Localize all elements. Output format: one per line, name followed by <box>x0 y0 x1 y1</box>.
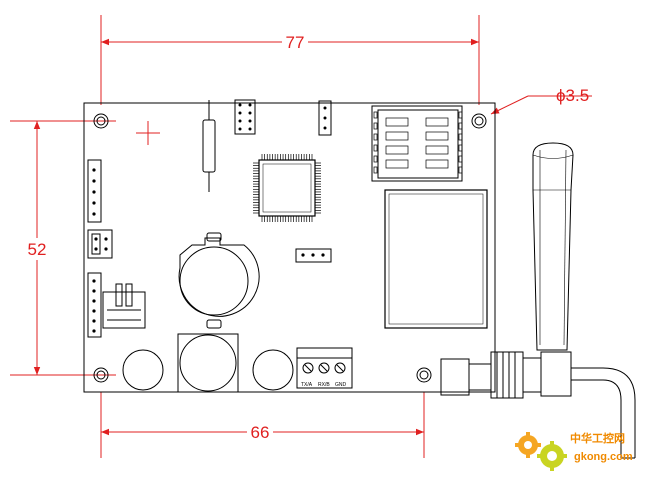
watermark-url: gkong.com <box>574 451 633 463</box>
sma-connector <box>440 351 603 399</box>
sim-contact <box>425 159 449 169</box>
sim-card-holder <box>371 105 463 182</box>
dim-hole-diameter: ϕ3.5 <box>556 86 589 105</box>
qfp-chip <box>253 154 321 222</box>
gear-icon <box>515 432 567 471</box>
watermark-logo: 中华工控网 gkong.com <box>515 431 633 471</box>
mounting-hole <box>93 113 109 129</box>
sim-contact <box>385 159 409 169</box>
sim-contact <box>385 131 409 141</box>
terminal-label-gnd: GND <box>335 382 347 388</box>
pcb-board: TX/A RX/B GND <box>83 99 636 459</box>
pin-header-1x6 <box>87 272 102 338</box>
sim-contact <box>425 145 449 155</box>
fiducial-cross <box>136 121 160 145</box>
crystal-component <box>202 100 216 192</box>
sim-contact <box>373 155 378 163</box>
sim-contact <box>458 133 463 141</box>
antenna-cable <box>602 367 636 459</box>
pin-header-1x3-mid <box>295 248 332 263</box>
pin-header-2x4 <box>234 99 256 135</box>
capacitor <box>122 349 164 391</box>
sim-contact <box>425 117 449 127</box>
pin-header-1x5 <box>87 159 102 223</box>
dim-left-height: 52 <box>28 240 47 259</box>
sim-contact <box>373 122 378 130</box>
terminal-block <box>296 347 353 389</box>
sim-contact <box>373 111 378 119</box>
sim-contact <box>458 144 463 152</box>
mounting-hole <box>471 113 487 129</box>
sim-contact <box>458 166 463 174</box>
sim-contact <box>458 155 463 163</box>
mounting-hole <box>93 367 109 383</box>
dim-bottom-width: 66 <box>251 423 270 442</box>
jumper-header <box>87 229 113 259</box>
sim-contact <box>373 144 378 152</box>
pin-header-1x3 <box>318 100 332 136</box>
gsm-module <box>384 189 488 329</box>
power-connector <box>102 283 146 329</box>
sim-contact <box>373 166 378 174</box>
sim-contact <box>385 145 409 155</box>
buzzer <box>177 333 239 393</box>
terminal-label-rxb: RX/B <box>318 382 330 388</box>
battery-holder <box>178 232 260 329</box>
capacitor <box>252 349 294 391</box>
terminal-label-txa: TX/A <box>301 382 313 388</box>
sim-contact <box>373 133 378 141</box>
watermark-cn-text: 中华工控网 <box>570 431 625 445</box>
sim-contact <box>385 117 409 127</box>
antenna <box>532 142 574 351</box>
dim-top-width: 77 <box>286 33 305 52</box>
sim-contact <box>458 122 463 130</box>
mounting-hole <box>416 367 432 383</box>
sim-contact <box>425 131 449 141</box>
sim-contact <box>458 111 463 119</box>
